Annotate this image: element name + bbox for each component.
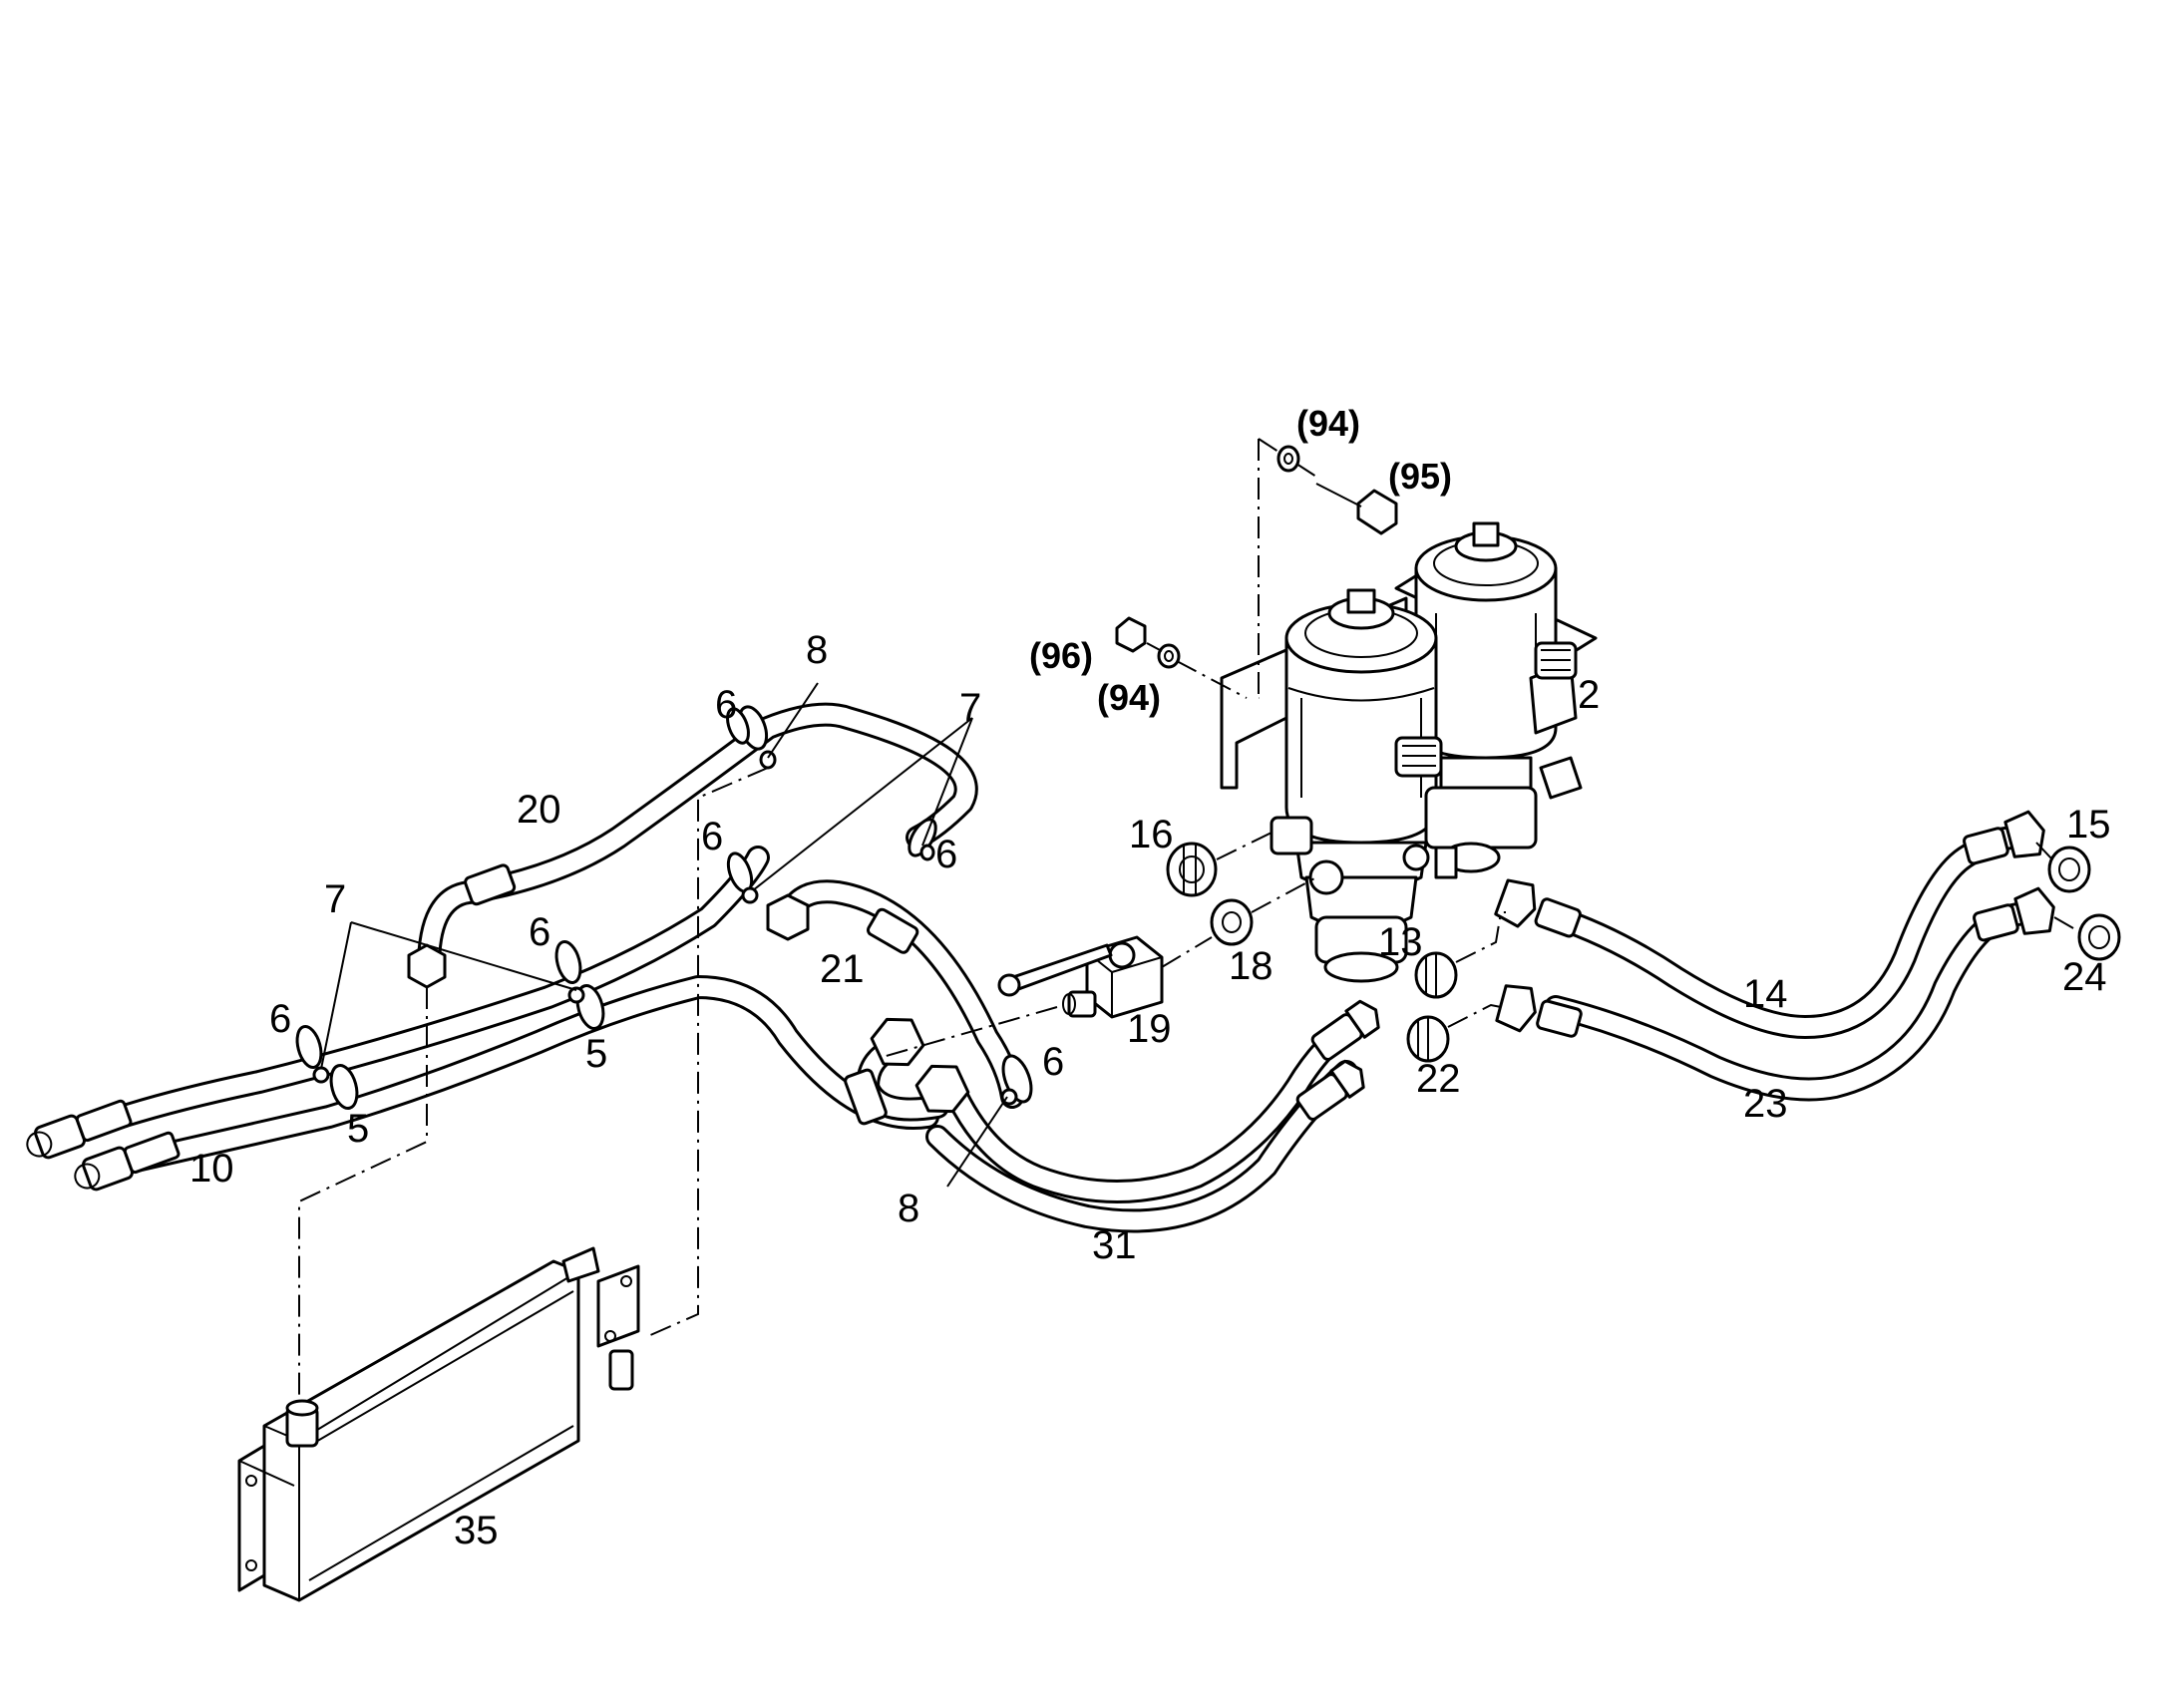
callout-35: 35 xyxy=(454,1509,499,1552)
filter-assembly xyxy=(1220,521,1598,983)
callout-6-middle: 6 xyxy=(701,815,723,858)
callout-6-lower-right: 6 xyxy=(1042,1040,1064,1084)
callout-labels: 2 5 5 6 6 6 6 6 6 7 7 8 8 10 13 14 15 16… xyxy=(189,403,2111,1552)
callout-5-lower: 5 xyxy=(347,1107,369,1151)
callout-20: 20 xyxy=(517,788,561,832)
fittings xyxy=(26,810,2121,1192)
callout-8-bottom: 8 xyxy=(898,1187,919,1230)
callout-6-left: 6 xyxy=(269,997,291,1041)
clamps xyxy=(295,705,1033,1110)
callout-6-center: 6 xyxy=(529,910,550,954)
callout-10: 10 xyxy=(189,1147,234,1191)
callout-31: 31 xyxy=(1092,1223,1137,1267)
callout-8-top: 8 xyxy=(806,628,828,672)
callout-7-left: 7 xyxy=(324,877,346,921)
callout-96: (96) xyxy=(1029,635,1093,676)
callout-15: 15 xyxy=(2066,803,2111,847)
callout-2: 2 xyxy=(1578,673,1600,717)
callout-21: 21 xyxy=(820,947,865,991)
callout-6-top: 6 xyxy=(715,683,737,727)
callout-22: 22 xyxy=(1416,1057,1461,1101)
callout-13: 13 xyxy=(1378,920,1423,964)
callout-18: 18 xyxy=(1229,944,1273,988)
callout-16: 16 xyxy=(1129,813,1174,856)
callout-6-right: 6 xyxy=(935,833,957,876)
oil-cooler xyxy=(237,1246,640,1602)
callout-24: 24 xyxy=(2062,955,2107,999)
ball-valve xyxy=(997,935,1164,1019)
mounting-hardware xyxy=(1115,438,1398,699)
callout-14: 14 xyxy=(1743,972,1788,1016)
callout-5-upper: 5 xyxy=(585,1032,607,1076)
connection-lines xyxy=(298,767,769,1396)
callout-94-upper: (94) xyxy=(1296,403,1360,444)
callout-19: 19 xyxy=(1127,1007,1172,1051)
leader-lines xyxy=(320,682,1008,1188)
callout-7-right: 7 xyxy=(959,686,981,730)
callout-95: (95) xyxy=(1388,456,1452,497)
callout-94-lower: (94) xyxy=(1097,677,1161,718)
callout-23: 23 xyxy=(1743,1082,1788,1126)
